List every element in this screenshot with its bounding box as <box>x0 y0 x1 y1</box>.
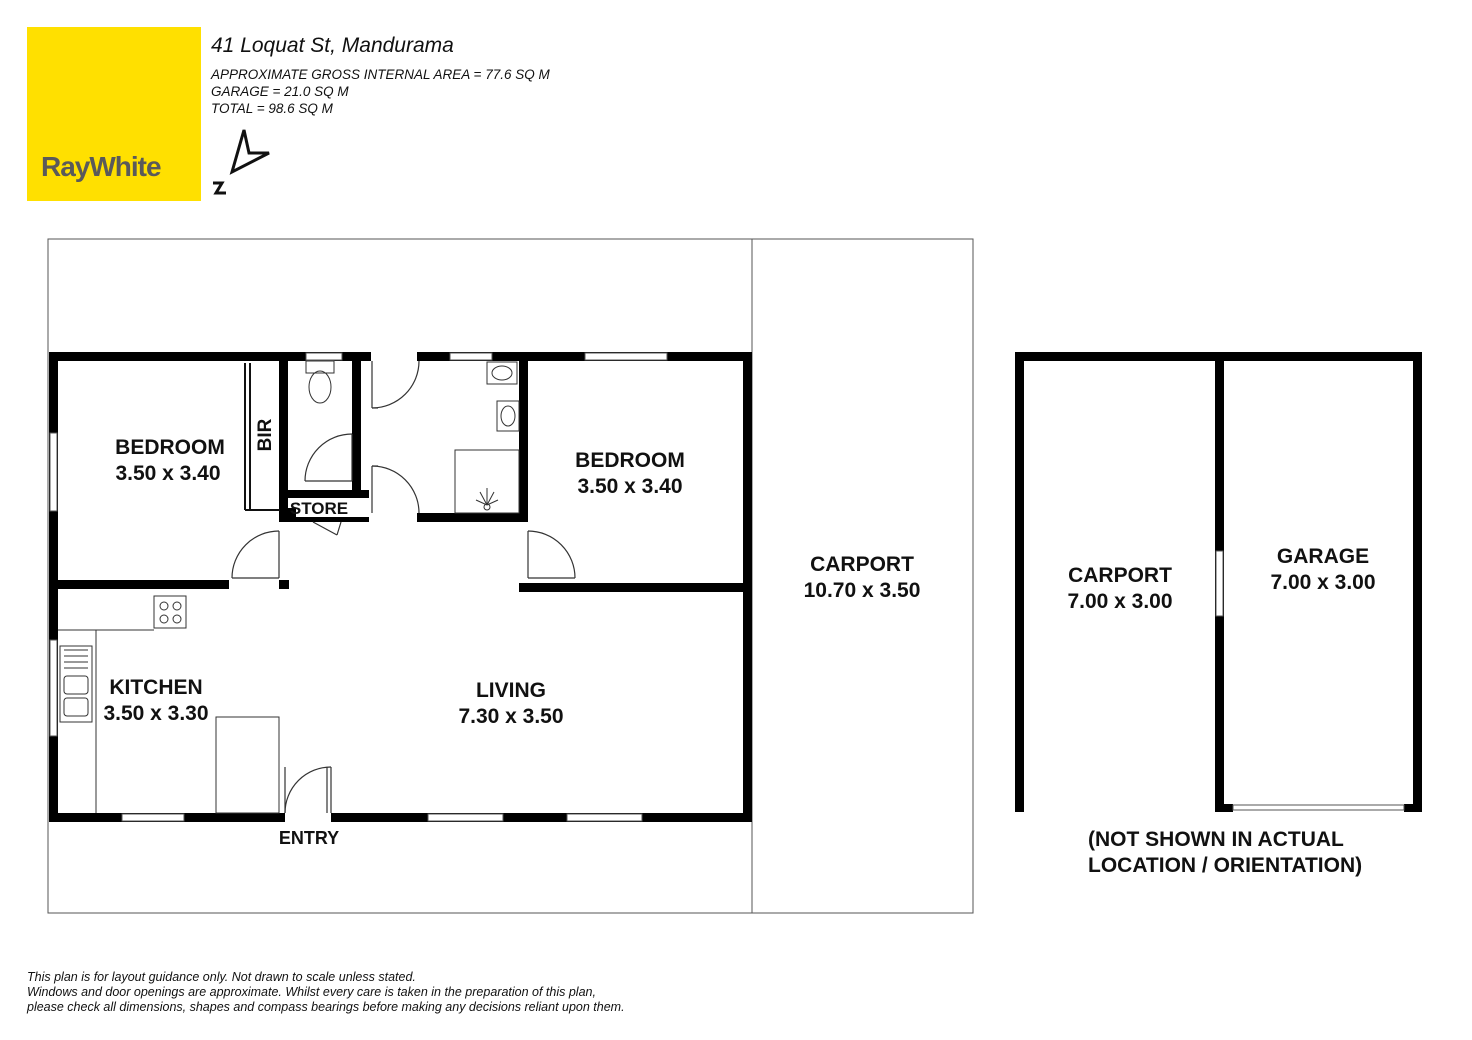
garage-name: GARAGE <box>1277 545 1369 568</box>
bedroom2-name: BEDROOM <box>575 449 685 472</box>
disclaimer-line-2: Windows and door openings are approximat… <box>27 985 596 999</box>
bedroom1-name: BEDROOM <box>115 436 225 459</box>
windows <box>49 352 668 822</box>
garage-area: GARAGE = 21.0 SQ M <box>211 84 349 99</box>
house-walls <box>49 352 752 822</box>
pantry-cupboard <box>215 716 280 814</box>
carport-out-dims: 7.00 x 3.00 <box>1067 590 1172 613</box>
disclaimer-line-3: please check all dimensions, shapes and … <box>27 1000 625 1014</box>
carport-main-dims: 10.70 x 3.50 <box>804 579 921 602</box>
disclaimer-line-1: This plan is for layout guidance only. N… <box>27 970 416 984</box>
living-name: LIVING <box>476 679 546 702</box>
kitchen-dims: 3.50 x 3.30 <box>103 702 208 725</box>
room-labels: BEDROOM 3.50 x 3.40 BIR STORE BEDROOM 3.… <box>103 418 1375 877</box>
property-address: 41 Loquat St, Mandurama <box>211 34 454 57</box>
outbuilding-note-2: LOCATION / ORIENTATION) <box>1088 854 1362 877</box>
bir-label: BIR <box>255 418 276 451</box>
entry-label: ENTRY <box>279 828 339 848</box>
logo-wordmark: RayWhite <box>41 151 162 182</box>
outbuilding-openings <box>1215 550 1405 811</box>
internal-area: APPROXIMATE GROSS INTERNAL AREA = 77.6 S… <box>211 67 550 82</box>
store-label: STORE <box>290 499 348 518</box>
sink-icon <box>59 645 93 723</box>
carport-out-name: CARPORT <box>1068 564 1172 587</box>
bedroom2-dims: 3.50 x 3.40 <box>577 475 682 498</box>
shower-icon <box>454 449 520 514</box>
toilet-icon <box>305 360 335 404</box>
bir-wardrobe <box>244 363 280 511</box>
doors <box>231 360 576 814</box>
living-dims: 7.30 x 3.50 <box>458 705 563 728</box>
basin-icon <box>486 361 520 432</box>
garage-dims: 7.00 x 3.00 <box>1270 571 1375 594</box>
site-boundary <box>47 238 974 914</box>
carport-main-name: CARPORT <box>810 553 914 576</box>
outbuilding-note-1: (NOT SHOWN IN ACTUAL <box>1088 828 1344 851</box>
bedroom1-dims: 3.50 x 3.40 <box>115 462 220 485</box>
raywhite-logo: RayWhite <box>27 27 201 201</box>
kitchen-name: KITCHEN <box>109 676 202 699</box>
fixtures <box>58 360 520 814</box>
north-arrow-icon <box>213 129 270 195</box>
total-area: TOTAL = 98.6 SQ M <box>211 101 333 116</box>
cooktop-icon <box>153 595 187 629</box>
